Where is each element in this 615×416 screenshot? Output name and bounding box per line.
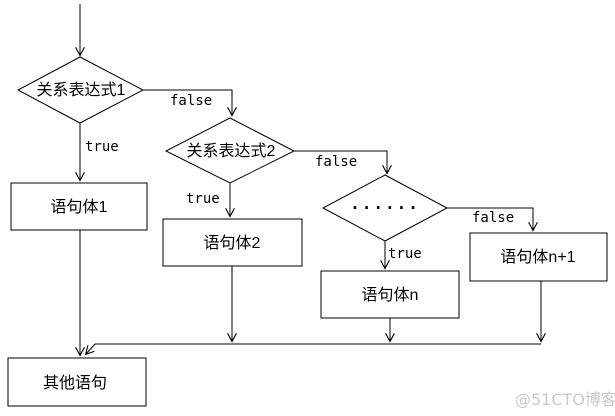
statement-n-plus-1-box	[469, 232, 608, 282]
decision1-false-label: false	[170, 93, 212, 109]
decision2-label: 关系表达式2	[187, 142, 276, 160]
decision3-false-label: false	[472, 210, 514, 226]
decision3-label: ······	[350, 198, 420, 217]
edge-decision2-false	[294, 150, 392, 175]
statement-n-box	[320, 270, 460, 319]
other-statement-box	[7, 357, 147, 407]
decision2-false-label: false	[315, 154, 357, 170]
edge-decision3-false	[447, 207, 538, 232]
statement2-label: 语句体2	[204, 234, 261, 252]
statement-n-label: 语句体n	[362, 286, 419, 304]
decision1-true-label: true	[85, 139, 119, 155]
statement1-label: 语句体1	[51, 198, 108, 216]
edge-decision1-false	[143, 89, 237, 117]
statement2-box	[162, 218, 303, 267]
watermark-text: @51CTO博客	[515, 390, 615, 409]
statement1-box	[10, 182, 148, 231]
statement-n-plus-1-label: 语句体n+1	[500, 248, 575, 266]
decision1-label: 关系表达式1	[37, 81, 126, 99]
decision2-true-label: true	[186, 191, 220, 207]
edge-collector-to-other	[84, 343, 541, 356]
decision3-true-label: true	[388, 246, 422, 262]
other-statement-label: 其他语句	[43, 374, 107, 392]
